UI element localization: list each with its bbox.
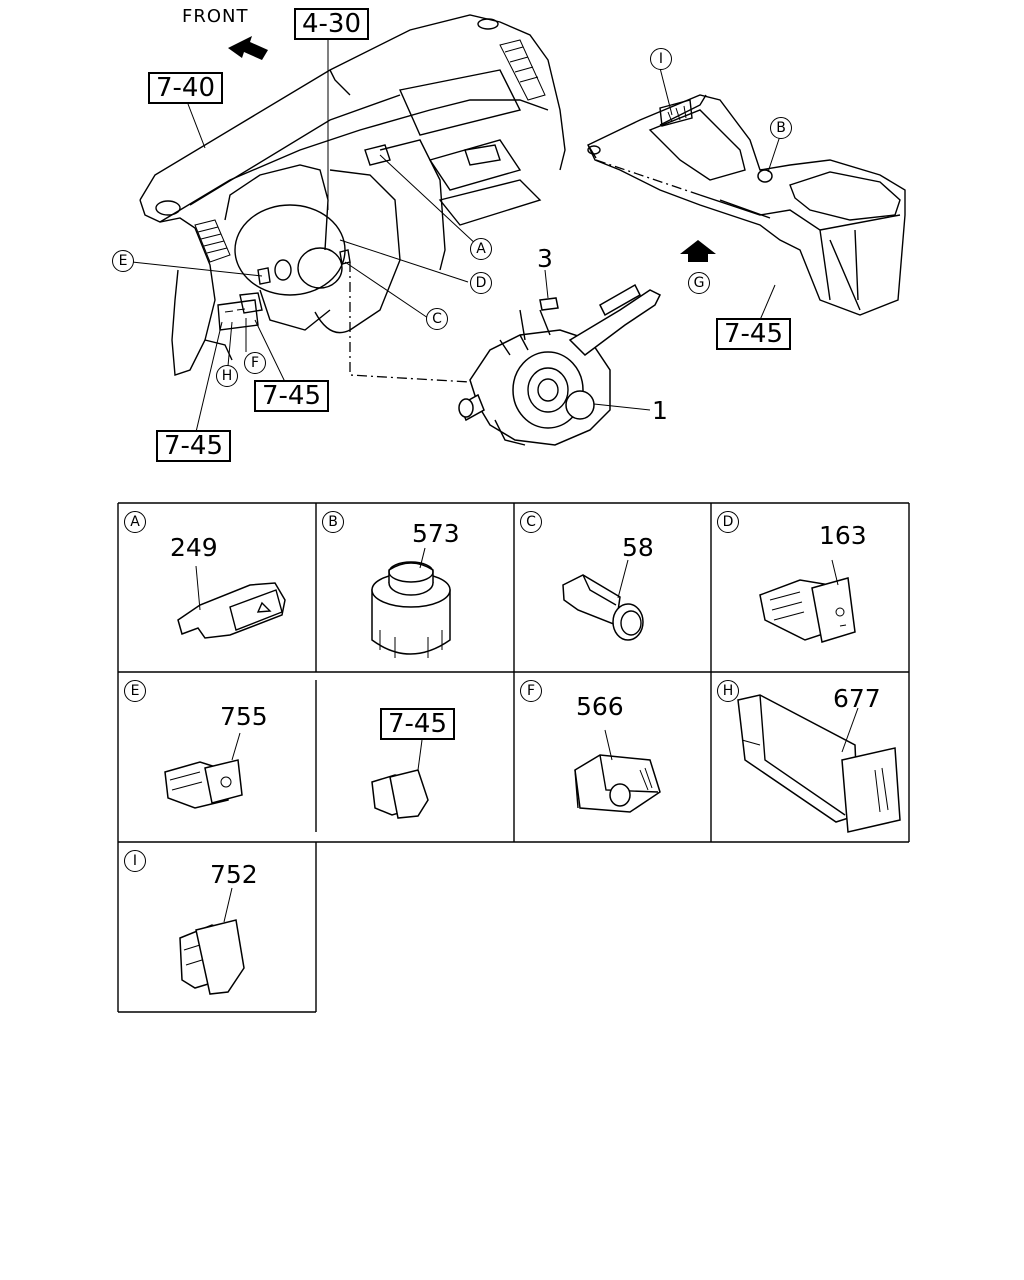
callout-g: G bbox=[688, 272, 710, 294]
direction-arrow-icon bbox=[680, 240, 716, 262]
callout-c: C bbox=[426, 308, 448, 330]
ref-7-40: 7-40 bbox=[148, 72, 224, 104]
callout-e: E bbox=[112, 250, 134, 272]
callout-f: F bbox=[244, 352, 266, 374]
dashboard-drawing bbox=[139, 14, 566, 376]
ref-4-30: 4-30 bbox=[294, 8, 370, 40]
callout-a: A bbox=[470, 238, 492, 260]
cell-key: E bbox=[124, 680, 146, 702]
part-752-drawing bbox=[179, 887, 245, 995]
grid-cell-e: E 755 bbox=[118, 672, 316, 842]
part-number: 677 bbox=[833, 684, 881, 713]
parts-grid-lines bbox=[117, 502, 910, 1013]
part-number: 58 bbox=[622, 533, 654, 562]
cell-key: F bbox=[520, 680, 542, 702]
ref-7-45-left: 7-45 bbox=[156, 430, 232, 462]
part-573-drawing bbox=[371, 547, 451, 658]
grid-cell-b: B 573 bbox=[316, 503, 514, 672]
grid-cell-ref: 7-45 bbox=[316, 672, 514, 842]
cell-key: I bbox=[124, 850, 146, 872]
front-label: FRONT bbox=[182, 6, 249, 27]
front-arrow-icon bbox=[228, 36, 268, 60]
part-249-drawing bbox=[177, 565, 286, 639]
part-number-1: 1 bbox=[652, 396, 668, 425]
grid-cell-a: A 249 bbox=[118, 503, 316, 672]
part-163-drawing bbox=[759, 559, 856, 643]
part-number: 755 bbox=[220, 702, 268, 731]
cell-key: C bbox=[520, 511, 542, 533]
callout-h: H bbox=[216, 365, 238, 387]
cell-key: B bbox=[322, 511, 344, 533]
center-console-drawing bbox=[587, 94, 906, 316]
blank-switch-drawing bbox=[371, 739, 429, 819]
grid-cell-i: I 752 bbox=[118, 842, 316, 1012]
part-number: 573 bbox=[412, 519, 460, 548]
cell-key: D bbox=[717, 511, 739, 533]
part-number-3: 3 bbox=[537, 244, 553, 273]
part-number: 566 bbox=[576, 692, 624, 721]
callout-d: D bbox=[470, 272, 492, 294]
grid-cell-f: F 566 bbox=[514, 672, 711, 842]
cell-key: H bbox=[717, 680, 739, 702]
part-677-drawing bbox=[737, 694, 901, 833]
ref-7-45-cell: 7-45 bbox=[380, 708, 456, 740]
part-number: 752 bbox=[210, 860, 258, 889]
ref-7-45-lower: 7-45 bbox=[254, 380, 330, 412]
part-58-drawing bbox=[562, 559, 644, 641]
part-number: 163 bbox=[819, 521, 867, 550]
callout-i: I bbox=[650, 48, 672, 70]
grid-cell-c: C 58 bbox=[514, 503, 711, 672]
combination-switch-drawing bbox=[458, 269, 662, 446]
part-566-drawing bbox=[574, 729, 661, 813]
part-755-drawing bbox=[164, 732, 243, 809]
grid-cell-d: D 163 bbox=[711, 503, 909, 672]
part-number: 249 bbox=[170, 533, 218, 562]
grid-cell-h: H 677 bbox=[711, 672, 909, 842]
callout-b: B bbox=[770, 117, 792, 139]
ref-7-45-console: 7-45 bbox=[716, 318, 792, 350]
cell-key: A bbox=[124, 511, 146, 533]
